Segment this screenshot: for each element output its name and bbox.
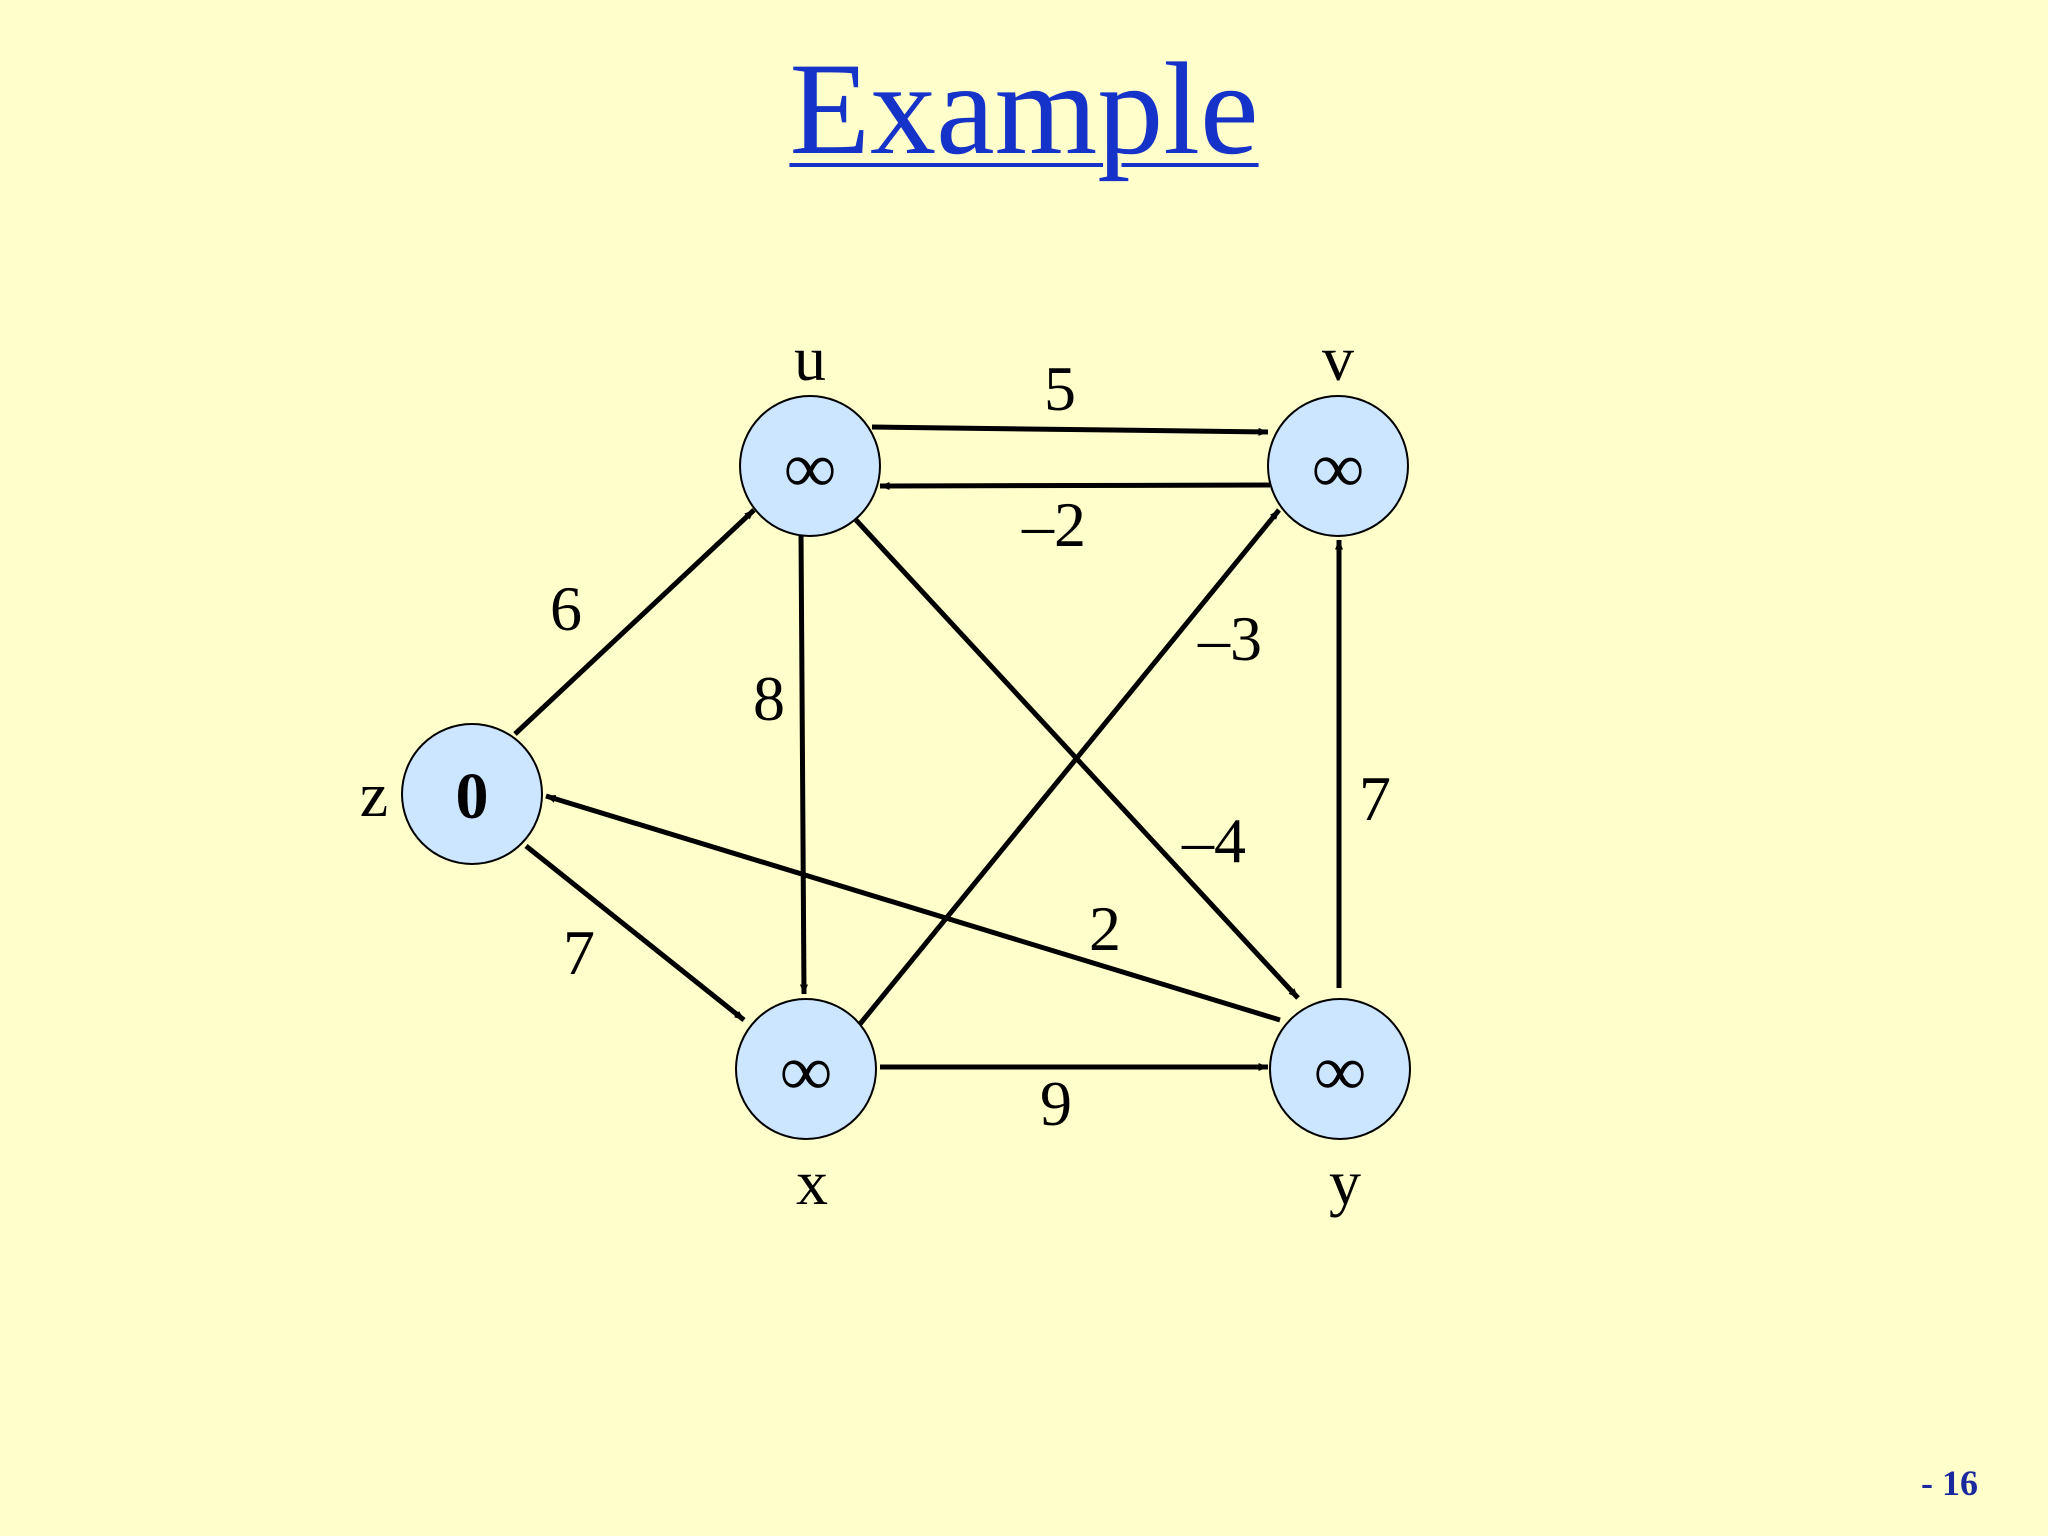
node-y: [1269, 998, 1411, 1140]
node-v: [1267, 395, 1409, 537]
page-number: - 16: [1921, 1463, 1978, 1503]
node-label-x: x: [796, 1147, 828, 1218]
node-label-z: z: [360, 759, 388, 830]
edge-weight-x-v: –3: [1197, 603, 1262, 674]
node-label-u: u: [794, 323, 826, 394]
edge-y-z: [545, 793, 1281, 1023]
edge-z-u: [513, 508, 756, 736]
edge-x-v: [858, 508, 1281, 1026]
edge-u-x: [798, 531, 808, 995]
node-value-x: ∞: [780, 1031, 831, 1111]
node-value-v: ∞: [1312, 428, 1363, 508]
edge-weight-v-u: –2: [1021, 489, 1086, 560]
nodes-layer: ∞ ∞ 0 ∞ ∞: [401, 395, 1411, 1140]
edge-weight-z-u: 6: [550, 573, 582, 644]
edge-weight-y-z: 2: [1089, 893, 1121, 964]
node-value-y: ∞: [1314, 1031, 1365, 1111]
edge-weight-x-y: 9: [1040, 1068, 1072, 1139]
edge-z-x: [524, 844, 746, 1022]
edges-layer: [513, 424, 1343, 1071]
node-label-y: y: [1329, 1147, 1361, 1218]
edge-weight-y-v: 7: [1359, 763, 1391, 834]
edge-weight-z-x: 7: [563, 917, 595, 988]
node-label-v: v: [1322, 323, 1354, 394]
node-value-u: ∞: [784, 428, 835, 508]
node-u: [739, 395, 881, 537]
edge-weight-u-x: 8: [753, 663, 785, 734]
edge-labels-layer: 5 –2 6 8 –4 –3 7 7 2 9: [550, 353, 1391, 1139]
edge-weight-u-v: 5: [1044, 353, 1076, 424]
edge-u-v: [871, 424, 1269, 436]
node-value-z: 0: [456, 760, 489, 833]
node-labels-layer: u v z x y: [360, 323, 1361, 1218]
node-z: [401, 723, 543, 865]
slide-title: Example: [789, 35, 1259, 182]
node-x: [735, 998, 877, 1140]
edge-v-u: [879, 481, 1271, 490]
edge-weight-u-y: –4: [1181, 805, 1246, 876]
